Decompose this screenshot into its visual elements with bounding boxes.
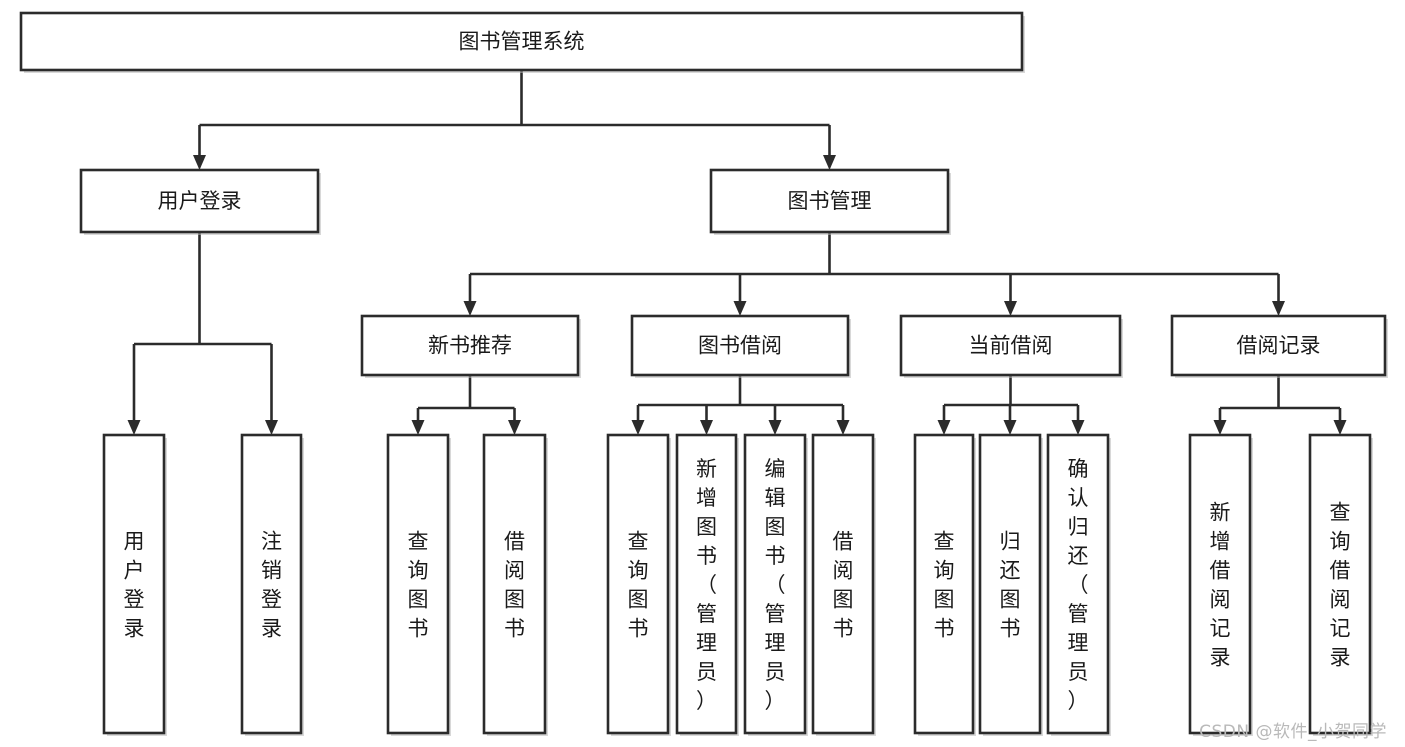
- edges-layer: [127, 70, 1347, 435]
- node-label: 注销登录: [261, 530, 282, 641]
- node-l_return[interactable]: 归还图书: [978, 433, 1043, 736]
- edge-group: [1213, 375, 1347, 435]
- node-l_borrow1[interactable]: 借阅图书: [482, 433, 548, 736]
- nodes-layer: 图书管理系统用户登录图书管理新书推荐图书借阅当前借阅借阅记录用户登录注销登录查询…: [19, 11, 1388, 736]
- node-box[interactable]: [1046, 433, 1110, 735]
- edge-arrowhead: [1071, 420, 1085, 435]
- node-label: 查询图书: [934, 530, 955, 641]
- node-label: 查询图书: [408, 530, 429, 641]
- edge-arrowhead: [127, 420, 141, 435]
- node-label: 新增借阅记录: [1210, 501, 1231, 670]
- edge-arrowhead: [1003, 420, 1017, 435]
- node-label: 图书借阅: [698, 334, 782, 358]
- node-box[interactable]: [630, 314, 850, 377]
- node-box[interactable]: [978, 433, 1042, 735]
- node-label: 图书管理: [788, 189, 872, 213]
- node-l_query3[interactable]: 查询图书: [913, 433, 976, 736]
- node-box[interactable]: [1188, 433, 1252, 735]
- node-label: 新增图书（管理员）: [696, 457, 717, 713]
- node-box[interactable]: [709, 168, 950, 234]
- node-l_borrow2[interactable]: 借阅图书: [811, 433, 876, 736]
- node-l_query2[interactable]: 查询图书: [606, 433, 671, 736]
- node-box[interactable]: [240, 433, 303, 735]
- node-n_user_login[interactable]: 用户登录: [79, 168, 321, 235]
- node-l_query1[interactable]: 查询图书: [386, 433, 451, 736]
- node-label: 用户登录: [158, 189, 242, 213]
- node-label: 编辑图书（管理员）: [765, 457, 786, 713]
- edge-group: [127, 232, 278, 435]
- node-box[interactable]: [19, 11, 1024, 72]
- node-box[interactable]: [675, 433, 738, 735]
- node-l_query_rec[interactable]: 查询借阅记录: [1308, 433, 1373, 736]
- edge-arrowhead: [631, 420, 645, 435]
- edge-arrowhead: [411, 420, 425, 435]
- edge-group: [411, 375, 521, 435]
- edge-arrowhead: [463, 301, 477, 316]
- edge-arrowhead: [1213, 420, 1227, 435]
- edge-arrowhead: [1004, 301, 1017, 316]
- node-box[interactable]: [1170, 314, 1387, 377]
- node-label: 图书管理系统: [459, 30, 585, 54]
- node-box[interactable]: [360, 314, 580, 377]
- edge-group: [937, 375, 1085, 435]
- node-label: 借阅图书: [833, 530, 854, 641]
- node-box[interactable]: [1308, 433, 1372, 735]
- node-box[interactable]: [899, 314, 1122, 377]
- edge-group: [463, 232, 1285, 316]
- edge-arrowhead: [700, 420, 713, 435]
- node-box[interactable]: [79, 168, 320, 234]
- edge-arrowhead: [768, 420, 782, 435]
- node-n_borrow[interactable]: 图书借阅: [630, 314, 851, 378]
- node-box[interactable]: [743, 433, 807, 735]
- node-l_add_book[interactable]: 新增图书（管理员）: [675, 433, 739, 736]
- edge-arrowhead: [508, 420, 521, 435]
- node-label: 当前借阅: [969, 334, 1053, 358]
- node-n_new_book[interactable]: 新书推荐: [360, 314, 581, 378]
- edge-arrowhead: [1333, 420, 1347, 435]
- node-label: 归还图书: [1000, 530, 1021, 641]
- edge-arrowhead: [265, 420, 278, 435]
- edge-arrowhead: [823, 155, 836, 170]
- node-n_current[interactable]: 当前借阅: [899, 314, 1123, 378]
- edge-arrowhead: [937, 420, 951, 435]
- node-box[interactable]: [913, 433, 975, 735]
- node-box[interactable]: [386, 433, 450, 735]
- node-n_book_mgmt[interactable]: 图书管理: [709, 168, 951, 235]
- node-label: 查询借阅记录: [1330, 501, 1351, 670]
- edge-arrowhead: [733, 301, 747, 316]
- node-label: 查询图书: [628, 530, 649, 641]
- node-root[interactable]: 图书管理系统: [19, 11, 1025, 73]
- node-label: 确认归还（管理员）: [1068, 457, 1089, 713]
- node-label: 借阅记录: [1237, 334, 1321, 358]
- node-label: 用户登录: [124, 530, 145, 641]
- node-l_add_rec[interactable]: 新增借阅记录: [1188, 433, 1253, 736]
- node-label: 借阅图书: [504, 530, 525, 641]
- edge-arrowhead: [1272, 301, 1285, 316]
- node-box[interactable]: [482, 433, 547, 735]
- node-box[interactable]: [811, 433, 875, 735]
- node-l_login[interactable]: 用户登录: [102, 433, 167, 736]
- edge-group: [193, 70, 836, 170]
- node-l_edit_book[interactable]: 编辑图书（管理员）: [743, 433, 808, 736]
- edge-group: [631, 375, 850, 435]
- node-label: 新书推荐: [428, 334, 512, 358]
- node-box[interactable]: [102, 433, 166, 735]
- edge-arrowhead: [193, 155, 206, 170]
- edge-arrowhead: [836, 420, 850, 435]
- node-l_logout[interactable]: 注销登录: [240, 433, 304, 736]
- node-n_record[interactable]: 借阅记录: [1170, 314, 1388, 378]
- node-box[interactable]: [606, 433, 670, 735]
- node-l_confirm[interactable]: 确认归还（管理员）: [1046, 433, 1111, 736]
